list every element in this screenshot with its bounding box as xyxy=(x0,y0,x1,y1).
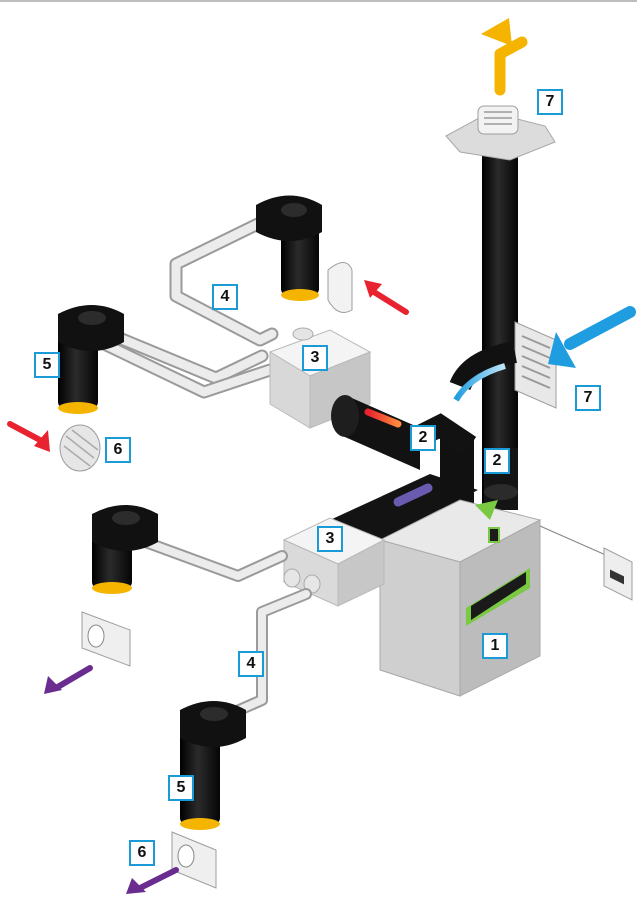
callout-label: 7 xyxy=(545,93,555,110)
insulated-bend-lower xyxy=(180,701,246,830)
extract-arrow-upper xyxy=(364,280,409,315)
control-panel xyxy=(539,525,633,601)
extract-valve-left xyxy=(59,424,101,472)
callout-label: 2 xyxy=(418,429,428,446)
callout-1-unit: 1 xyxy=(482,633,508,659)
insulated-bend-upper-right xyxy=(256,195,322,301)
supply-valve-lower xyxy=(171,831,217,889)
callout-label: 4 xyxy=(246,655,256,672)
exhaust-arrow xyxy=(481,18,528,96)
callout-6-valve-left: 6 xyxy=(105,437,131,463)
callout-label: 6 xyxy=(113,441,123,458)
callout-2-duct-left: 2 xyxy=(410,425,436,451)
callout-5-bend-lower: 5 xyxy=(168,775,194,801)
callout-5-bend-upper-left: 5 xyxy=(34,352,60,378)
callout-7-roof-terminal: 7 xyxy=(537,89,563,115)
callout-label: 3 xyxy=(325,530,335,547)
callout-label: 6 xyxy=(137,844,147,861)
callout-4-duct-upper: 4 xyxy=(212,284,238,310)
callout-label: 1 xyxy=(490,637,500,654)
extract-valve-upper xyxy=(327,262,353,313)
callout-label: 5 xyxy=(176,779,186,796)
callout-3-plenum-lower: 3 xyxy=(317,526,343,552)
callout-4-duct-lower: 4 xyxy=(238,651,264,677)
supply-valve-left xyxy=(81,611,131,667)
callout-3-plenum-upper: 3 xyxy=(302,345,328,371)
insulated-bend-upper-left xyxy=(58,305,124,414)
callout-label: 4 xyxy=(220,288,230,305)
top-border xyxy=(0,0,637,2)
callout-label: 3 xyxy=(310,349,320,366)
mvhr-unit xyxy=(378,499,542,697)
callout-label: 7 xyxy=(583,389,593,406)
wall-grille xyxy=(449,321,557,409)
extract-duct xyxy=(331,395,420,470)
supply-arrow-lower xyxy=(126,867,179,894)
fresh-air-arrow xyxy=(548,306,636,368)
callout-7-wall-grille: 7 xyxy=(575,385,601,411)
callout-2-duct-right: 2 xyxy=(484,448,510,474)
callout-label: 2 xyxy=(492,452,502,469)
semi-rigid-duct-upper xyxy=(93,215,279,399)
callout-6-valve-lower: 6 xyxy=(129,840,155,866)
callout-label: 5 xyxy=(42,356,52,373)
semi-rigid-duct-lower xyxy=(134,534,312,728)
insulated-bend-lower-left xyxy=(92,505,158,594)
extract-arrow-left xyxy=(7,421,50,452)
supply-arrow-left xyxy=(44,665,93,694)
